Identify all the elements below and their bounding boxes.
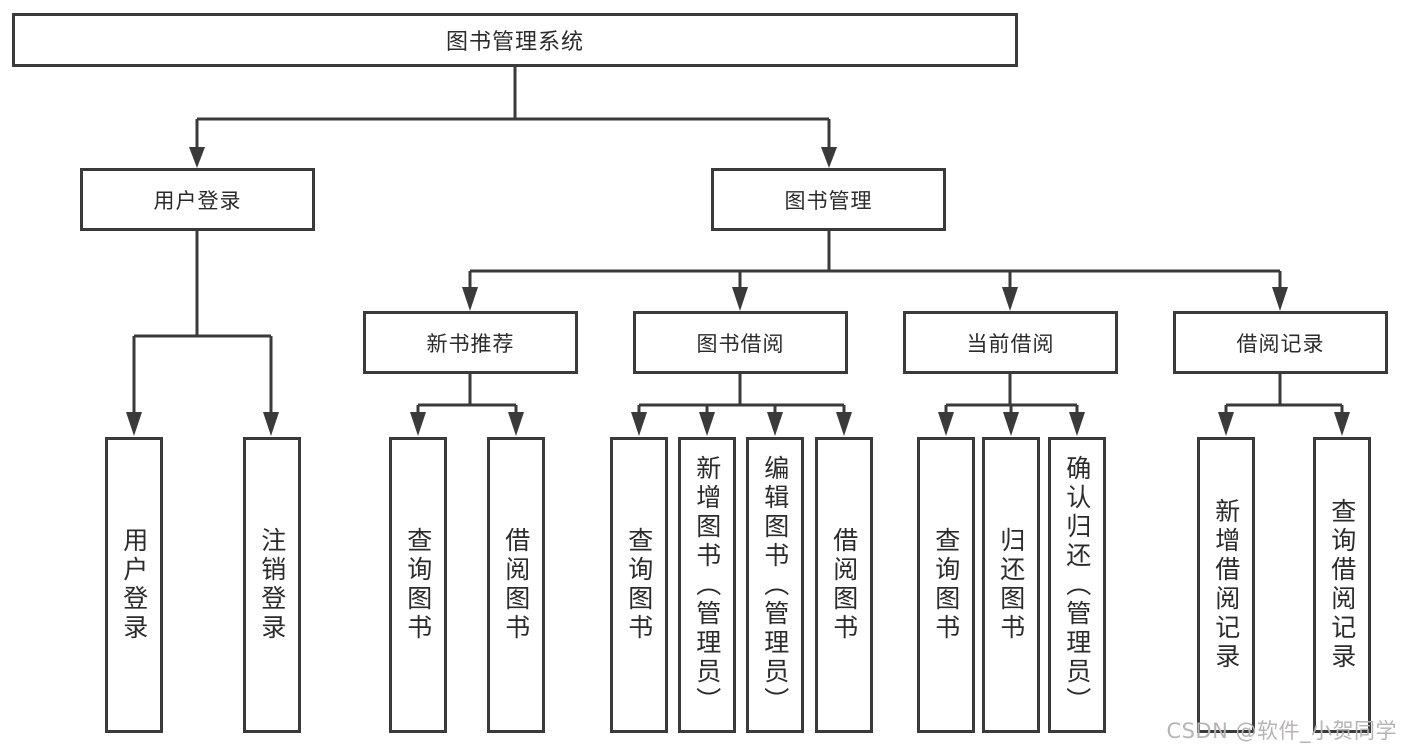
arrowhead-icon xyxy=(263,412,279,436)
node-user-login-label: 用户登录 xyxy=(153,188,242,213)
node-query-books-borrowing: 查询图书 xyxy=(610,437,668,733)
node-current-borrowing: 当前借阅 xyxy=(903,311,1118,374)
node-book-borrowing: 图书借阅 xyxy=(633,311,848,374)
arrowhead-icon xyxy=(1003,412,1019,436)
node-borrow-books-recommend: 借阅图书 xyxy=(487,437,545,733)
node-borrowing-records: 借阅记录 xyxy=(1173,311,1388,374)
connector-root xyxy=(189,67,837,168)
node-current-borrowing-label: 当前借阅 xyxy=(966,331,1055,356)
arrowhead-icon xyxy=(462,287,478,311)
node-user-login-action-label: 用户登录 xyxy=(119,527,149,643)
node-add-books-admin: 新增图书（管理员） xyxy=(678,437,736,733)
arrowhead-icon xyxy=(1272,287,1288,311)
arrowhead-icon xyxy=(767,412,783,436)
arrowhead-icon xyxy=(1002,287,1018,311)
connector-new-book-recommend xyxy=(410,373,524,436)
arrowhead-icon xyxy=(732,287,748,311)
connector-book-management xyxy=(462,231,1288,311)
node-book-borrowing-label: 图书借阅 xyxy=(696,331,785,356)
node-borrow-books-borrowing: 借阅图书 xyxy=(815,437,873,733)
arrowhead-icon xyxy=(410,412,426,436)
node-query-books-current-label: 查询图书 xyxy=(931,527,961,643)
node-add-borrow-record: 新增借阅记录 xyxy=(1197,437,1255,733)
arrowhead-icon xyxy=(1334,412,1350,436)
node-book-management-label: 图书管理 xyxy=(784,188,873,213)
node-query-books-recommend: 查询图书 xyxy=(389,437,447,733)
node-logout-action-label: 注销登录 xyxy=(257,527,287,643)
node-user-login-action: 用户登录 xyxy=(105,437,163,733)
node-query-books-current: 查询图书 xyxy=(917,437,975,733)
connector-current-borrowing xyxy=(938,373,1085,436)
node-return-books: 归还图书 xyxy=(982,437,1040,733)
node-query-books-borrowing-label: 查询图书 xyxy=(624,527,654,643)
node-edit-books-admin-label: 编辑图书（管理员） xyxy=(760,454,790,716)
node-confirm-return-admin: 确认归还（管理员） xyxy=(1048,437,1106,733)
connector-user-login xyxy=(126,231,279,436)
node-confirm-return-admin-label: 确认归还（管理员） xyxy=(1062,454,1092,716)
node-new-book-recommend-label: 新书推荐 xyxy=(426,331,515,356)
node-return-books-label: 归还图书 xyxy=(996,527,1026,643)
node-book-management: 图书管理 xyxy=(711,168,946,231)
arrowhead-icon xyxy=(189,147,205,168)
arrowhead-icon xyxy=(699,412,715,436)
node-root: 图书管理系统 xyxy=(12,13,1018,67)
node-query-borrow-record-label: 查询借阅记录 xyxy=(1327,498,1357,672)
arrowhead-icon xyxy=(126,412,142,436)
node-borrowing-records-label: 借阅记录 xyxy=(1236,331,1325,356)
node-user-login: 用户登录 xyxy=(80,168,315,231)
node-add-borrow-record-label: 新增借阅记录 xyxy=(1211,498,1241,672)
watermark: CSDN @软件_小贺同学 xyxy=(1166,719,1397,743)
arrowhead-icon xyxy=(508,412,524,436)
arrowhead-icon xyxy=(836,412,852,436)
arrowhead-icon xyxy=(938,412,954,436)
node-query-borrow-record: 查询借阅记录 xyxy=(1313,437,1371,733)
connector-book-borrowing xyxy=(631,373,852,436)
arrowhead-icon xyxy=(821,147,837,168)
node-new-book-recommend: 新书推荐 xyxy=(363,311,578,374)
node-edit-books-admin: 编辑图书（管理员） xyxy=(746,437,804,733)
arrowhead-icon xyxy=(1218,412,1234,436)
node-add-books-admin-label: 新增图书（管理员） xyxy=(692,454,722,716)
node-query-books-recommend-label: 查询图书 xyxy=(403,527,433,643)
arrowhead-icon xyxy=(1069,412,1085,436)
node-logout-action: 注销登录 xyxy=(243,437,301,733)
connector-borrowing-records xyxy=(1218,373,1350,436)
node-root-label: 图书管理系统 xyxy=(445,30,584,55)
arrowhead-icon xyxy=(631,412,647,436)
node-borrow-books-recommend-label: 借阅图书 xyxy=(501,527,531,643)
node-borrow-books-borrowing-label: 借阅图书 xyxy=(829,527,859,643)
